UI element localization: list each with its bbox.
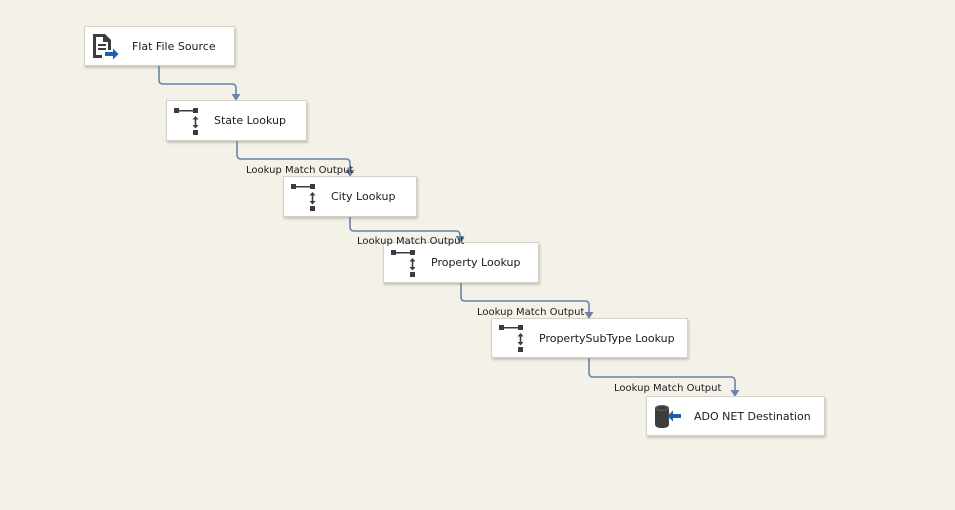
city-lookup-component[interactable]: City Lookup bbox=[283, 176, 417, 217]
path-arrowhead bbox=[455, 236, 465, 243]
path-label: Lookup Match Output bbox=[357, 236, 465, 247]
path-arrowhead bbox=[730, 390, 740, 397]
component-label: Property Lookup bbox=[431, 256, 521, 269]
lookup-icon bbox=[172, 106, 202, 136]
path-subtype-to-ado[interactable] bbox=[588, 358, 736, 391]
path-city-to-property[interactable] bbox=[349, 217, 461, 237]
lookup-icon bbox=[497, 323, 527, 353]
lookup-icon bbox=[289, 182, 319, 212]
state-lookup-component[interactable]: State Lookup bbox=[166, 100, 307, 141]
path-flat-to-state[interactable] bbox=[158, 66, 237, 95]
component-label: PropertySubType Lookup bbox=[539, 331, 675, 345]
property-lookup-component[interactable]: Property Lookup bbox=[383, 242, 539, 283]
component-label: ADO NET Destination bbox=[694, 409, 811, 423]
path-label: Lookup Match Output bbox=[246, 165, 354, 176]
lookup-icon bbox=[389, 248, 419, 278]
flat-file-source-icon bbox=[90, 31, 120, 61]
flat-file-source-component[interactable]: Flat File Source bbox=[84, 26, 235, 66]
path-label: Lookup Match Output bbox=[477, 307, 585, 318]
component-label: Flat File Source bbox=[132, 39, 216, 53]
path-label: Lookup Match Output bbox=[614, 383, 722, 394]
component-label: City Lookup bbox=[331, 190, 396, 203]
path-property-to-subtype[interactable] bbox=[460, 283, 590, 313]
ado-net-destination-component[interactable]: ADO NET Destination bbox=[646, 396, 825, 436]
path-arrowhead bbox=[584, 312, 594, 319]
component-label: State Lookup bbox=[214, 114, 286, 127]
ado-net-destination-icon bbox=[652, 401, 682, 431]
path-state-to-city[interactable] bbox=[236, 141, 351, 171]
path-arrowhead bbox=[231, 94, 241, 101]
path-arrowhead bbox=[345, 170, 355, 177]
propertysubtype-lookup-component[interactable]: PropertySubType Lookup bbox=[491, 318, 688, 358]
